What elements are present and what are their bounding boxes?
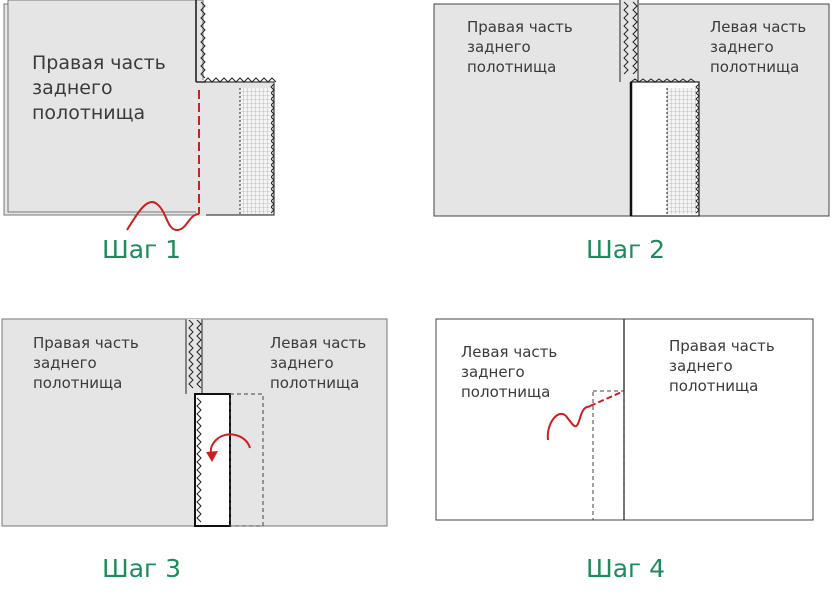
facing-outline-dashed xyxy=(229,393,264,527)
step-2-label-right: Правая часть заднего полотнища xyxy=(467,18,573,76)
svg-text:Левая часть: Левая часть xyxy=(461,343,557,361)
interfacing-strip xyxy=(667,88,696,214)
step-4-panel xyxy=(435,318,814,521)
svg-text:заднего: заднего xyxy=(669,357,733,375)
step-2-title: Шаг 2 xyxy=(586,235,665,264)
zigzag-edge xyxy=(196,397,202,523)
svg-text:полотнища: полотнища xyxy=(467,58,556,76)
zigzag-edge xyxy=(203,77,277,83)
svg-text:полотнища: полотнища xyxy=(32,102,145,124)
thread-curve xyxy=(126,201,200,232)
zigzag-edge xyxy=(196,319,202,389)
zigzag-edge xyxy=(270,83,275,214)
step-2-panel xyxy=(433,0,830,217)
facing-outline-dashed xyxy=(592,390,625,521)
zigzag-edge xyxy=(630,78,696,83)
zigzag-edge xyxy=(632,1,638,75)
svg-text:полотнища: полотнища xyxy=(270,374,359,392)
step-1-panel xyxy=(3,0,277,232)
svg-text:заднего: заднего xyxy=(32,77,113,99)
svg-text:полотнища: полотнища xyxy=(461,383,550,401)
step-4-title: Шаг 4 xyxy=(586,554,665,583)
step-3-title: Шаг 3 xyxy=(102,554,181,583)
svg-text:заднего: заднего xyxy=(467,38,531,56)
step-4-label-right: Правая часть заднего полотнища xyxy=(669,337,775,395)
step-1-title: Шаг 1 xyxy=(102,235,181,264)
step-3-label-left: Левая часть заднего полотнища xyxy=(270,334,366,392)
step-4-label-left: Левая часть заднего полотнища xyxy=(461,343,557,401)
svg-text:заднего: заднего xyxy=(270,354,334,372)
svg-text:полотнища: полотнища xyxy=(33,374,122,392)
zigzag-edge xyxy=(200,1,206,79)
zigzag-edge xyxy=(623,1,629,75)
step-2-label-left: Левая часть заднего полотнища xyxy=(710,18,806,76)
svg-text:заднего: заднего xyxy=(33,354,97,372)
svg-text:Левая часть: Левая часть xyxy=(270,334,366,352)
svg-text:полотнища: полотнища xyxy=(669,377,758,395)
svg-text:Правая часть: Правая часть xyxy=(669,337,775,355)
svg-text:Правая часть: Правая часть xyxy=(33,334,139,352)
svg-text:полотнища: полотнища xyxy=(710,58,799,76)
step-3-panel xyxy=(1,318,388,527)
step-3-label-right: Правая часть заднего полотнища xyxy=(33,334,139,392)
svg-text:заднего: заднего xyxy=(710,38,774,56)
interfacing-strip xyxy=(240,88,271,214)
svg-text:Правая часть: Правая часть xyxy=(467,18,573,36)
svg-text:Левая часть: Левая часть xyxy=(710,18,806,36)
svg-text:Правая часть: Правая часть xyxy=(32,52,166,74)
stitch-line xyxy=(589,390,625,407)
step-1-label: Правая часть заднего полотнища xyxy=(32,52,166,124)
thread-curve xyxy=(546,405,591,441)
svg-text:заднего: заднего xyxy=(461,363,525,381)
zigzag-edge xyxy=(188,319,194,389)
zigzag-edge xyxy=(695,83,700,214)
